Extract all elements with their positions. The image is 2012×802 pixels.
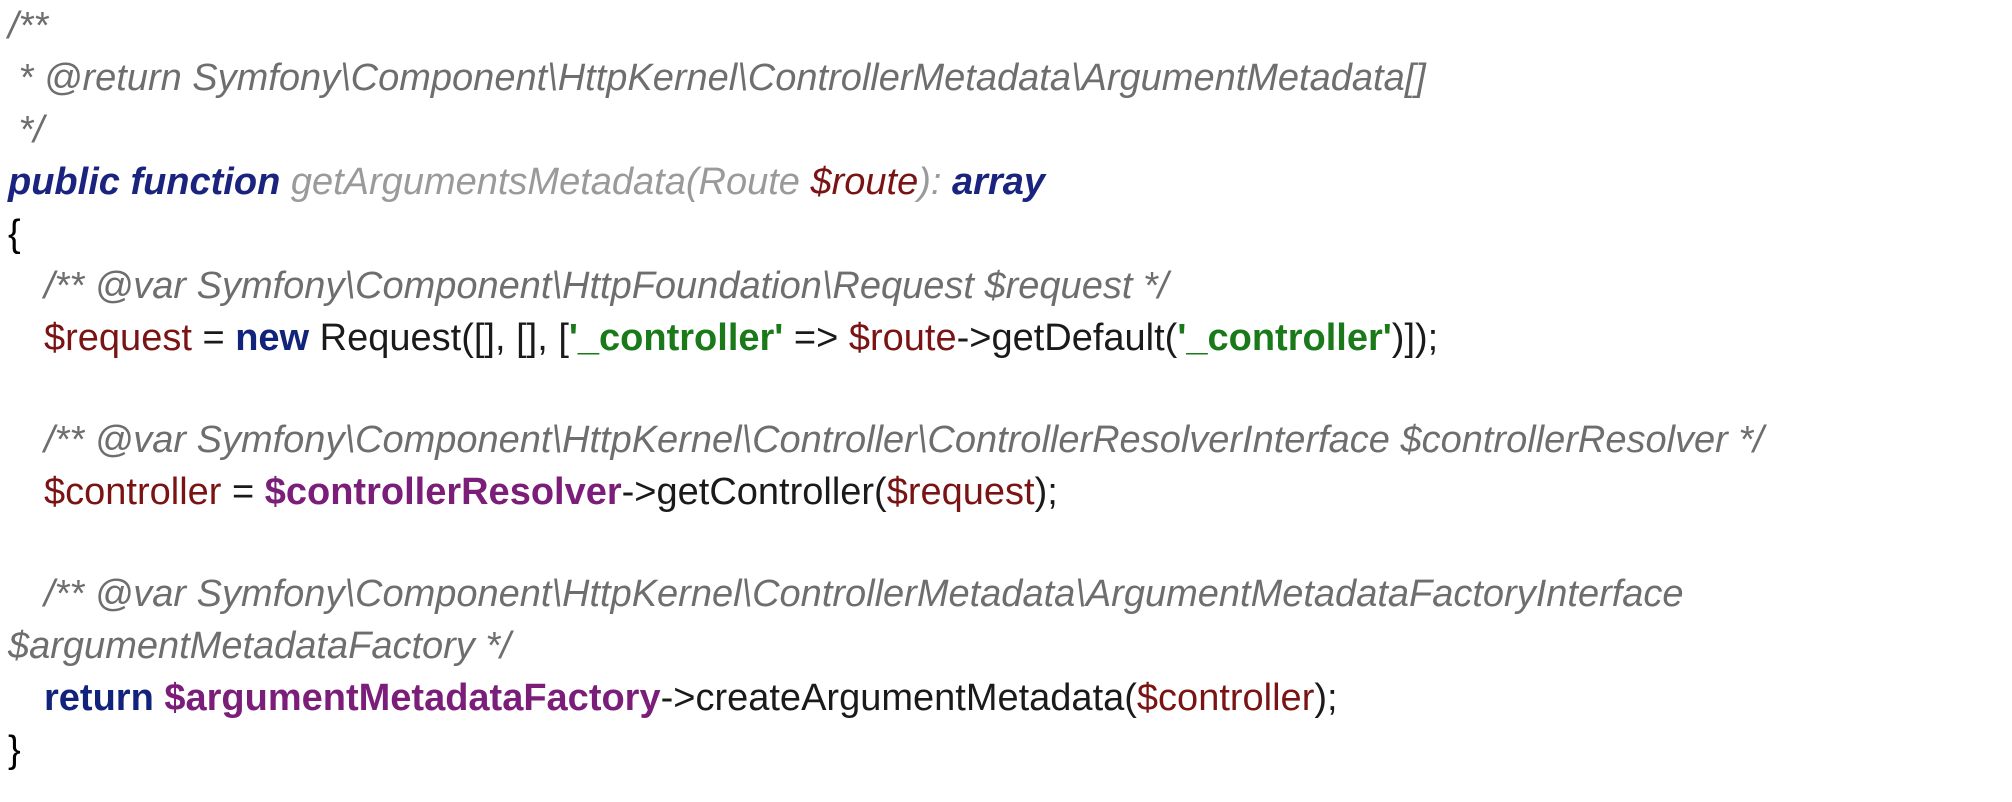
code-line[interactable]: /** @var Symfony\Component\HttpKernel\Co… <box>0 414 2012 466</box>
code-token-comment: */ <box>8 109 44 151</box>
code-token-string: '_controller' <box>568 317 784 359</box>
code-line[interactable]: $request = new Request([], [], ['_contro… <box>0 312 2012 364</box>
code-token-plain: ->getController( <box>621 471 887 513</box>
code-token-plain: = <box>221 471 265 513</box>
code-line[interactable]: /** @var Symfony\Component\HttpKernel\Co… <box>0 568 2012 620</box>
code-token-plain <box>154 677 165 719</box>
code-token-comment: * @return Symfony\Component\HttpKernel\C… <box>8 57 1426 99</box>
code-token-string: '_controller' <box>1177 317 1392 359</box>
code-line[interactable]: $controller = $controllerResolver->getCo… <box>0 466 2012 518</box>
code-token-function-name: ): <box>918 161 953 203</box>
code-token-plain: Request([], [], [ <box>309 317 569 359</box>
code-token-plain: ->createArgumentMetadata( <box>660 677 1137 719</box>
code-line[interactable] <box>0 364 2012 414</box>
code-token-comment: /** @var Symfony\Component\HttpKernel\Co… <box>44 573 1684 615</box>
code-line[interactable]: } <box>0 724 2012 776</box>
code-token-plain: ); <box>1314 677 1338 719</box>
code-token-variable: $request <box>886 471 1035 513</box>
code-token-variable-emphasis: $controllerResolver <box>264 471 622 513</box>
code-line[interactable]: */ <box>0 104 2012 156</box>
code-token-plain <box>280 161 291 203</box>
code-token-punct: } <box>8 729 21 771</box>
code-line[interactable]: * @return Symfony\Component\HttpKernel\C… <box>0 52 2012 104</box>
code-token-variable: $controller <box>44 471 222 513</box>
code-token-plain: = <box>191 317 236 359</box>
code-token-plain: ); <box>1034 471 1058 513</box>
code-token-function-name: getArgumentsMetadata(Route <box>290 161 811 203</box>
code-token-variable: $controller <box>1136 677 1315 719</box>
code-token-plain: => <box>783 317 849 359</box>
code-token-variable-emphasis: $argumentMetadataFactory <box>164 677 661 719</box>
code-line[interactable]: /** @var Symfony\Component\HttpFoundatio… <box>0 260 2012 312</box>
code-token-variable-italic: $route <box>810 161 919 203</box>
code-token-keyword: public function <box>8 161 281 203</box>
code-line[interactable]: return $argumentMetadataFactory->createA… <box>0 672 2012 724</box>
code-token-comment: /** @var Symfony\Component\HttpKernel\Co… <box>44 419 1764 461</box>
code-token-comment: /** <box>8 5 49 47</box>
code-line[interactable]: /** <box>0 0 2012 52</box>
code-token-keyword: array <box>952 161 1045 203</box>
code-token-variable: $route <box>848 317 957 359</box>
code-line[interactable]: $argumentMetadataFactory */ <box>0 620 2012 672</box>
code-token-plain: ->getDefault( <box>956 317 1178 359</box>
code-line[interactable]: public function getArgumentsMetadata(Rou… <box>0 156 2012 208</box>
code-token-comment: $argumentMetadataFactory */ <box>8 625 511 667</box>
code-token-keyword-bold: new <box>235 317 310 359</box>
code-token-plain: )]); <box>1391 317 1439 359</box>
code-line[interactable]: { <box>0 208 2012 260</box>
code-line[interactable] <box>0 518 2012 568</box>
code-token-comment: /** @var Symfony\Component\HttpFoundatio… <box>44 265 1169 307</box>
code-token-variable: $request <box>44 317 192 359</box>
code-token-keyword-bold: return <box>44 677 154 719</box>
code-token-punct: { <box>8 213 21 255</box>
